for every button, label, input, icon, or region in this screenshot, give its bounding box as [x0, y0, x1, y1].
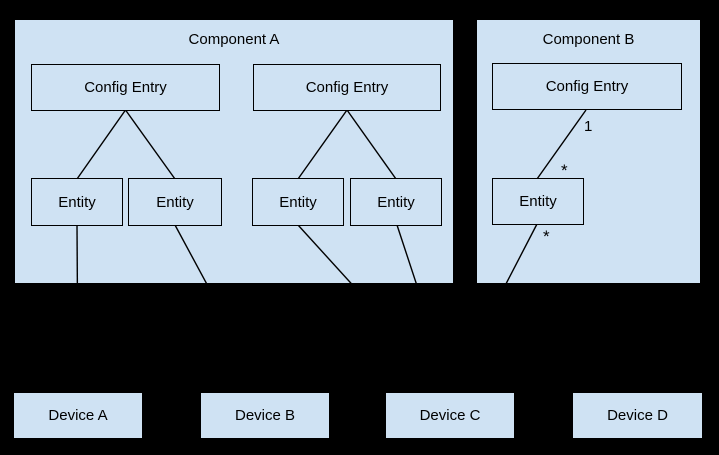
component-a-title: Component A [188, 31, 280, 48]
device-box-a: Device A [13, 392, 143, 439]
multiplicity-label-many-device: * [543, 227, 550, 246]
entity-box-a3: Entity [252, 178, 344, 226]
entity-box-a4: Entity [350, 178, 442, 226]
connector-config-a1-entity-a2 [124, 109, 176, 180]
connector-entity-a3-device-c [297, 224, 451, 393]
multiplicity-label-many-entity: * [561, 161, 568, 180]
component-a-container: Component A [13, 18, 455, 285]
connector-config-b-entity-b [536, 109, 587, 180]
config-entry-box-a2: Config Entry [253, 64, 441, 111]
multiplicity-label-one: 1 [584, 118, 593, 135]
config-entry-box-b: Config Entry [492, 63, 682, 110]
config-entry-box-a1: Config Entry [31, 64, 220, 111]
device-box-b: Device B [200, 392, 330, 439]
connector-config-a1-entity-a1 [76, 109, 127, 180]
device-box-c: Device C [385, 392, 515, 439]
connector-entity-a4-device-c [396, 224, 453, 393]
device-box-d: Device D [572, 392, 703, 439]
component-b-container: Component B [475, 18, 702, 285]
connector-config-a2-entity-a4 [346, 109, 397, 180]
connector-entity-a1-device-a [76, 224, 79, 393]
connector-entity-b-device-c [449, 223, 538, 393]
connector-config-a2-entity-a3 [297, 109, 348, 180]
entity-box-b: Entity [492, 178, 584, 225]
entity-box-a1: Entity [31, 178, 123, 226]
component-b-title: Component B [542, 31, 635, 48]
entity-box-a2: Entity [128, 178, 222, 226]
connector-entity-a2-device-b [174, 224, 266, 393]
